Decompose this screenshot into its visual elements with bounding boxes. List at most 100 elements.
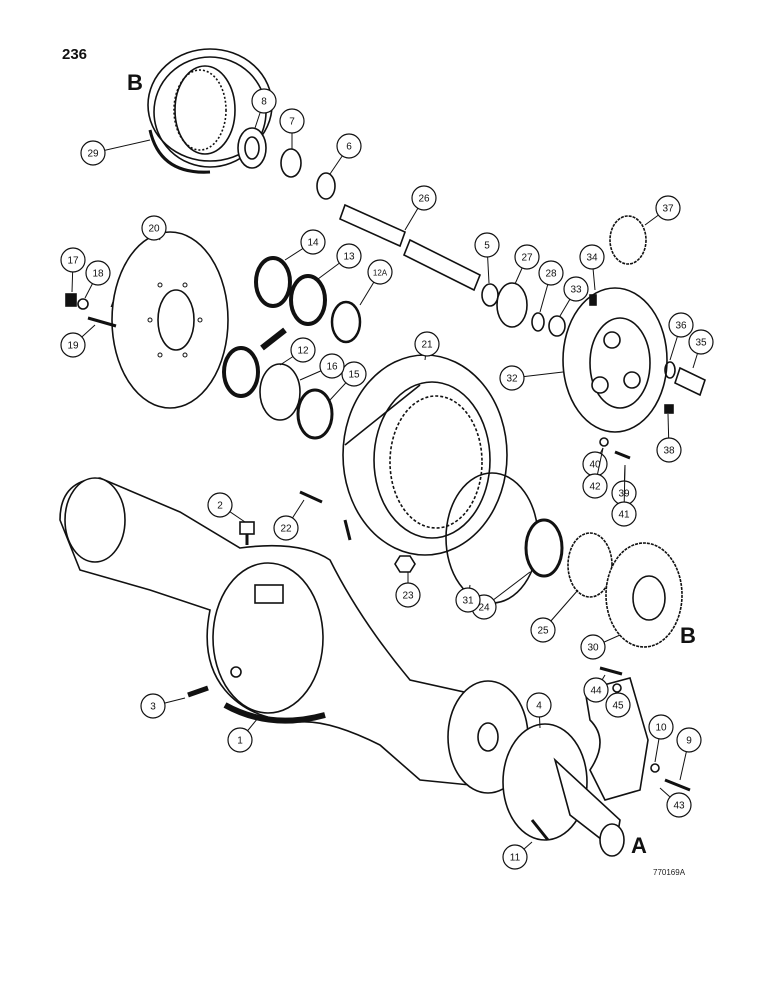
- page-number: 236: [62, 46, 88, 63]
- callout-31: 31: [455, 584, 481, 613]
- callout-circle-33: [563, 276, 589, 302]
- spindle-part: [502, 723, 625, 857]
- callout-circle-9: [676, 727, 702, 753]
- callout-20: 20: [141, 215, 167, 241]
- callout-label-26: 26: [418, 194, 430, 205]
- ring-part: [316, 172, 336, 200]
- hub-housing-part: [342, 354, 508, 556]
- pin-part: [589, 294, 706, 414]
- callout-circle-43: [666, 792, 692, 818]
- callout-label-9: 9: [686, 736, 692, 747]
- callout-36: 36: [668, 312, 694, 361]
- callout-label-28: 28: [545, 269, 557, 280]
- callout-circle-23: [395, 582, 421, 608]
- callout-33: 33: [559, 276, 589, 317]
- bearing-set-part: [445, 472, 613, 604]
- callout-label-3: 3: [150, 702, 156, 713]
- hub-part: [237, 127, 267, 169]
- callout-29: 29: [80, 139, 151, 166]
- callout-label-24: 24: [478, 603, 490, 614]
- callout-label-30: 30: [587, 643, 599, 654]
- callout-circle-4: [526, 692, 552, 718]
- callout-label-45: 45: [612, 701, 624, 712]
- callout-label-44: 44: [590, 686, 602, 697]
- callout-label-36: 36: [675, 321, 687, 332]
- callout-22: 22: [273, 499, 305, 541]
- callout-circle-11: [502, 844, 528, 870]
- callout-circle-18: [85, 260, 111, 286]
- callout-circle-42: [582, 473, 608, 499]
- callout-circle-3: [140, 693, 166, 719]
- bolt-nut-washer-part: [65, 293, 117, 328]
- callout-circle-38: [656, 437, 682, 463]
- callout-label-42: 42: [589, 482, 601, 493]
- callout-label-32: 32: [506, 374, 518, 385]
- callout-16: 16: [299, 353, 345, 381]
- callout-circle-16: [319, 353, 345, 379]
- callout-14: 14: [284, 229, 326, 261]
- callout-45: 45: [605, 691, 631, 718]
- callout-34: 34: [579, 244, 605, 291]
- callout-circle-12a: [367, 259, 393, 285]
- reference-letter-b-right: B: [680, 623, 696, 648]
- callout-circle-37: [655, 195, 681, 221]
- callout-label-33: 33: [570, 285, 582, 296]
- axle-shaft-part: [338, 203, 482, 292]
- callout-circle-27: [514, 244, 540, 270]
- callout-label-27: 27: [521, 253, 533, 264]
- callout-circle-29: [80, 140, 106, 166]
- callout-19: 19: [60, 324, 96, 358]
- callout-8: 8: [251, 88, 277, 129]
- callout-circle-17: [60, 247, 86, 273]
- callout-circle-5: [474, 232, 500, 258]
- callout-circle-21: [414, 331, 440, 357]
- callout-label-7: 7: [289, 117, 295, 128]
- callout-5: 5: [474, 232, 500, 284]
- callout-circle-30: [580, 634, 606, 660]
- callout-6: 6: [329, 133, 362, 175]
- callout-label-37: 37: [662, 204, 674, 215]
- planet-small-parts: [481, 282, 566, 337]
- callout-44: 44: [583, 674, 609, 703]
- reference-letter-b-top: B: [127, 70, 143, 95]
- callout-12a: 12A: [359, 259, 393, 306]
- callout-circle-7: [279, 108, 305, 134]
- callout-circle-1: [227, 727, 253, 753]
- bearing-cups-part: [222, 256, 362, 440]
- callout-label-18: 18: [92, 269, 104, 280]
- callout-35: 35: [688, 329, 714, 369]
- callout-label-21: 21: [421, 340, 433, 351]
- sun-gear-part: [605, 542, 683, 648]
- callout-label-11: 11: [510, 853, 521, 864]
- callout-21: 21: [414, 331, 440, 361]
- callout-18: 18: [84, 260, 111, 299]
- bolt-nut-part: [299, 490, 416, 573]
- callout-9: 9: [676, 727, 702, 781]
- callout-label-6: 6: [346, 142, 352, 153]
- callout-10: 10: [648, 714, 674, 763]
- callout-circle-32: [499, 365, 525, 391]
- callout-label-19: 19: [67, 341, 79, 352]
- callout-circle-14: [300, 229, 326, 255]
- callout-label-41: 41: [618, 510, 630, 521]
- callout-circle-8: [251, 88, 277, 114]
- callout-27: 27: [514, 244, 540, 285]
- callout-30: 30: [580, 634, 621, 660]
- arrow-indicator: [260, 327, 287, 351]
- callout-23: 23: [395, 572, 421, 608]
- callout-label-35: 35: [695, 338, 707, 349]
- bolt-washer-part: [599, 437, 631, 460]
- callout-label-43: 43: [673, 801, 685, 812]
- drawing-code: 770169A: [653, 868, 686, 877]
- callout-17: 17: [60, 247, 86, 293]
- callout-3: 3: [140, 693, 186, 719]
- callout-42: 42: [582, 447, 608, 499]
- callout-label-5: 5: [484, 241, 490, 252]
- callout-circle-25: [530, 617, 556, 643]
- planet-gear-part: [609, 215, 647, 265]
- callout-label-10: 10: [655, 723, 667, 734]
- brake-disc-part: [111, 231, 229, 409]
- callout-circle-22: [273, 515, 299, 541]
